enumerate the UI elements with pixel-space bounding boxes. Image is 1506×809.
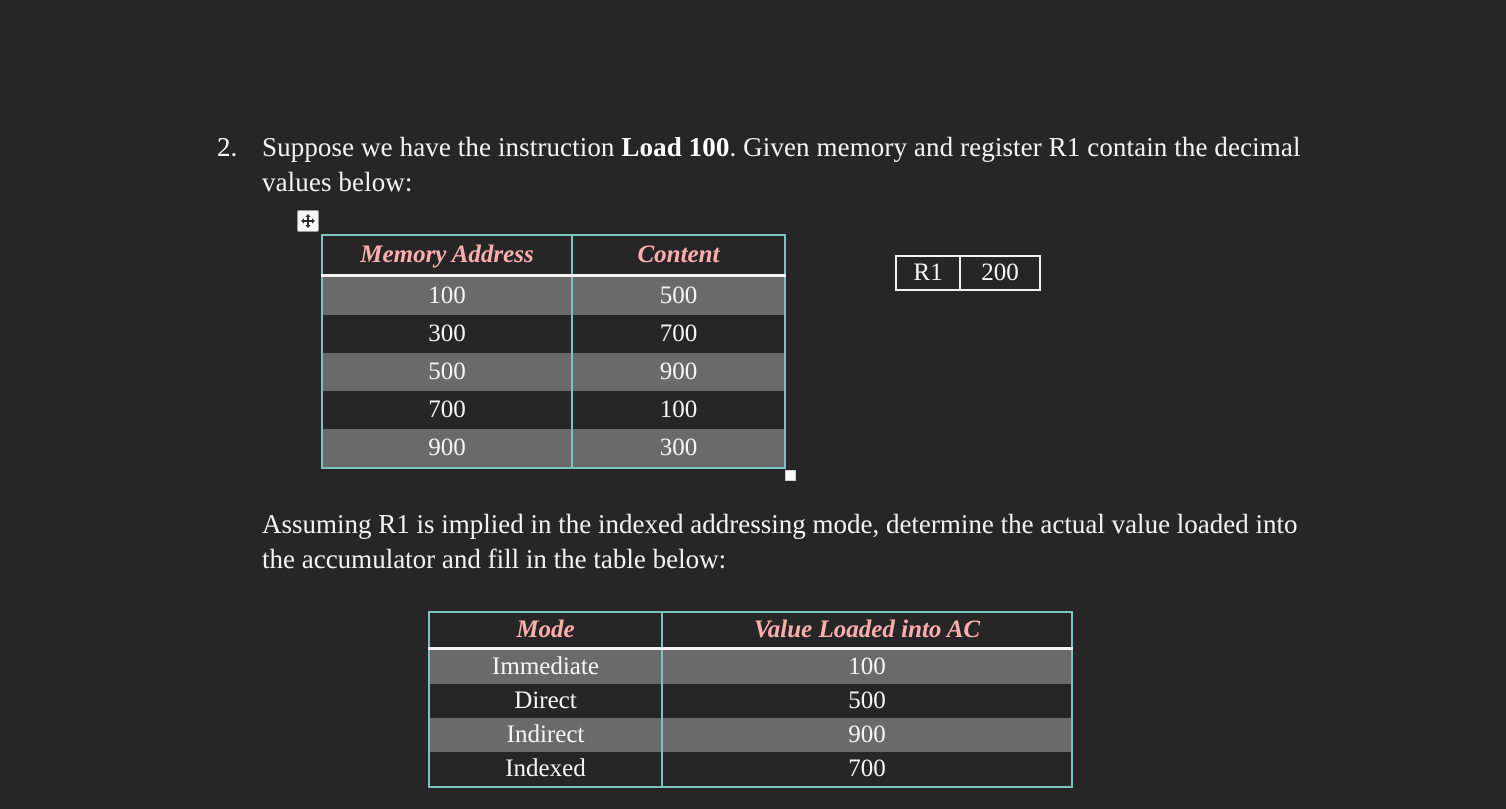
register-name-label: R1 [913,259,943,286]
memory-table-header-content: Content [571,235,785,277]
mode-table-header-row: Mode Value Loaded into AC [429,612,1072,650]
table-move-handle[interactable] [297,210,319,232]
table-row[interactable]: 900 300 [322,429,785,468]
memory-table-header-address: Memory Address [322,235,573,277]
memory-cell-address[interactable]: 500 [322,353,573,391]
instructions-paragraph: Assuming R1 is implied in the indexed ad… [262,509,1298,574]
table-row[interactable]: 300 700 [322,315,785,353]
memory-table-body: 100 500 300 700 500 900 700 100 900 300 [322,275,785,468]
memory-table[interactable]: Memory Address Content 100 500 300 700 5… [321,234,786,469]
memory-cell-content[interactable]: 500 [571,275,785,315]
register-r1-box: R1 200 [895,255,1041,291]
register-value: 200 [959,257,1039,289]
question-text-part-1: Suppose we have the instruction [262,132,622,162]
table-row[interactable]: 700 100 [322,391,785,429]
instruction-bold: Load 100 [621,132,730,162]
mode-table-header-mode: Mode [429,612,663,650]
memory-cell-content[interactable]: 700 [571,315,785,353]
question-row: 2. Suppose we have the instruction Load … [217,130,1307,200]
memory-cell-content[interactable]: 300 [571,429,785,468]
mode-cell-name[interactable]: Immediate [429,648,663,684]
memory-cell-content[interactable]: 900 [571,353,785,391]
memory-cell-address[interactable]: 300 [322,315,573,353]
mode-cell-name[interactable]: Direct [429,684,663,718]
table-row[interactable]: 500 900 [322,353,785,391]
question-number: 2. [217,132,238,162]
question-block: 2. Suppose we have the instruction Load … [217,130,1307,200]
mode-cell-value[interactable]: 900 [661,718,1072,752]
table-row[interactable]: Indirect 900 [429,718,1072,752]
question-text-part-2: . Given memory and register R1 contain t… [262,132,1301,197]
memory-cell-address[interactable]: 100 [322,275,573,315]
mode-table-body: Immediate 100 Direct 500 Indirect 900 In… [429,648,1072,787]
mode-cell-name[interactable]: Indexed [429,752,663,787]
memory-cell-address[interactable]: 900 [322,429,573,468]
mode-table-header-value: Value Loaded into AC [661,612,1072,650]
mode-cell-value[interactable]: 100 [661,648,1072,684]
memory-table-container[interactable]: Memory Address Content 100 500 300 700 5… [321,234,786,469]
mode-cell-name[interactable]: Indirect [429,718,663,752]
mode-cell-value[interactable]: 700 [661,752,1072,787]
question-text: Suppose we have the instruction Load 100… [262,130,1307,200]
memory-cell-content[interactable]: 100 [571,391,785,429]
table-row[interactable]: Indexed 700 [429,752,1072,787]
table-resize-handle[interactable] [785,470,796,481]
mode-table-container[interactable]: Mode Value Loaded into AC Immediate 100 … [428,611,1073,788]
mode-cell-value[interactable]: 500 [661,684,1072,718]
mode-table[interactable]: Mode Value Loaded into AC Immediate 100 … [428,611,1073,788]
table-row[interactable]: Immediate 100 [429,648,1072,684]
move-4-way-arrow-icon [301,214,315,228]
table-row[interactable]: Direct 500 [429,684,1072,718]
table-row[interactable]: 100 500 [322,275,785,315]
memory-cell-address[interactable]: 700 [322,391,573,429]
memory-table-header-row: Memory Address Content [322,235,785,277]
